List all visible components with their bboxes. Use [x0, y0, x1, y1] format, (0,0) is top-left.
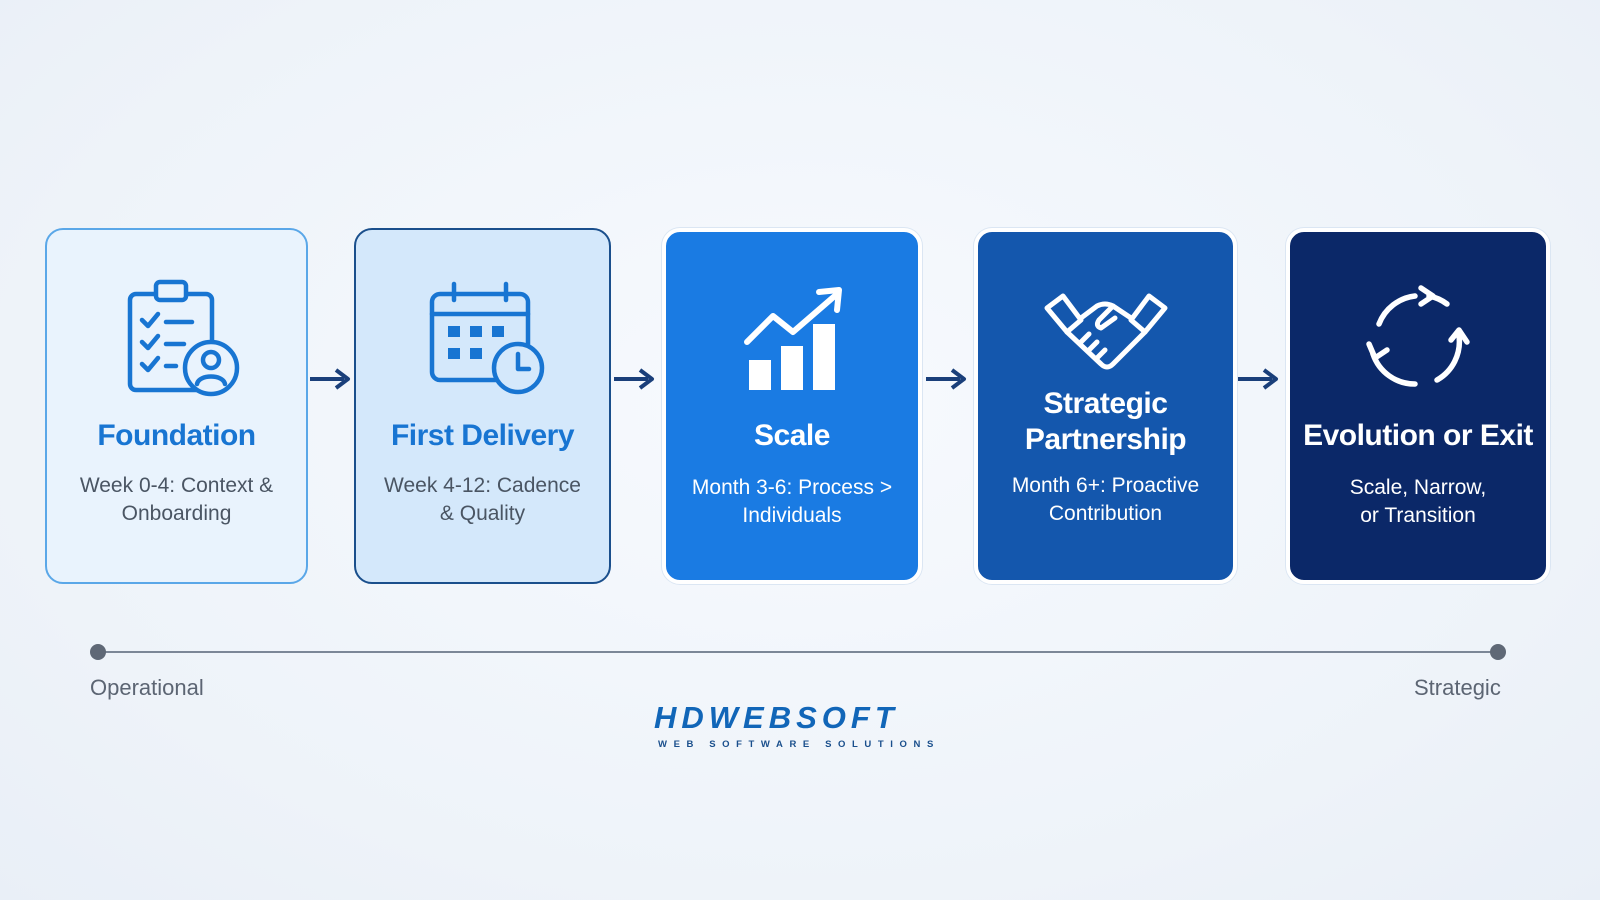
logo-name: HDWEBSOFT [654, 700, 899, 735]
stage-description: Week 0-4: Context & Onboarding [79, 474, 274, 525]
cycle-arrows-icon [1353, 274, 1483, 404]
arrow-right-icon [926, 368, 966, 390]
timeline-line [98, 651, 1498, 653]
stage-title: First Delivery [390, 419, 575, 452]
stage-title: Evolution or Exit [1303, 419, 1533, 452]
timeline-end-label: Strategic [1414, 675, 1501, 700]
stage-card-first-delivery: First Delivery Week 4-12: Cadence & Qual… [354, 228, 611, 584]
arrow-right-icon [1238, 368, 1278, 390]
hdwebsoft-logo: HDWEBSOFT WEB SOFTWARE SOLUTIONS [654, 700, 948, 752]
stage-description: Scale, Narrow, or Transition [1349, 476, 1487, 527]
calendar-clock-icon [418, 272, 548, 402]
timeline-start-dot [90, 644, 106, 660]
stage-card-evolution-or-exit: Evolution or Exit Scale, Narrow, or Tran… [1286, 228, 1550, 584]
stage-title: Foundation [97, 419, 256, 452]
growth-chart-icon [727, 274, 857, 404]
stage-card-strategic-partnership: Strategic Partnership Month 6+: Proactiv… [974, 228, 1237, 584]
stage-card-foundation: Foundation Week 0-4: Context & Onboardin… [45, 228, 308, 584]
timeline-start-label: Operational [90, 675, 204, 700]
stage-title: Scale [754, 419, 830, 452]
stage-description: Month 3-6: Process > Individuals [691, 476, 893, 527]
stage-description: Week 4-12: Cadence & Quality [384, 474, 581, 525]
stage-description: Month 6+: Proactive Contribution [1011, 474, 1200, 525]
timeline-end-dot [1490, 644, 1506, 660]
arrow-right-icon [310, 368, 350, 390]
logo-tagline: WEB SOFTWARE SOLUTIONS [658, 739, 940, 750]
stage-card-scale: Scale Month 3-6: Process > Individuals [662, 228, 922, 584]
clipboard-checklist-person-icon [112, 272, 242, 402]
handshake-icon [1041, 276, 1171, 386]
stage-title: Strategic Partnership [1024, 387, 1187, 456]
arrow-right-icon [614, 368, 654, 390]
